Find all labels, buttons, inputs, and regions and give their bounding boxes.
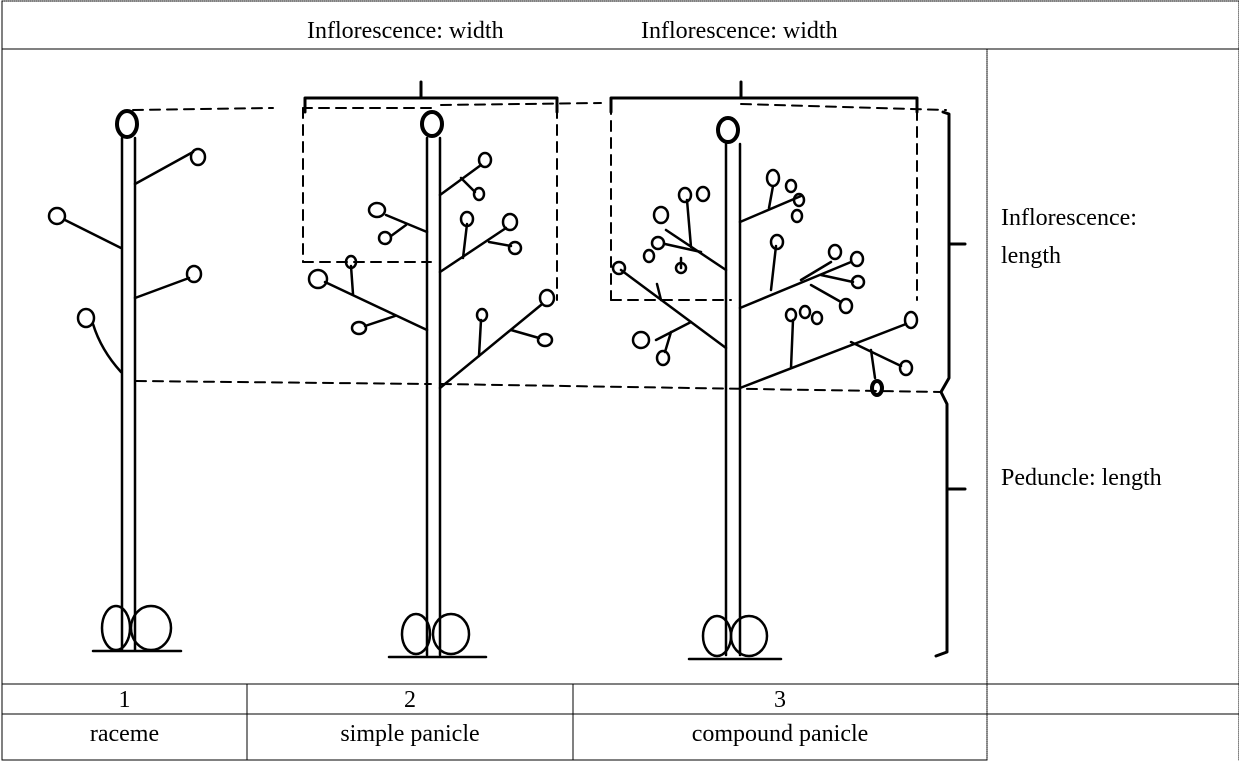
type-number-1: 1 bbox=[118, 687, 131, 713]
type-name-compound-panicle: compound panicle bbox=[691, 721, 869, 747]
width-bracket-simple bbox=[303, 80, 559, 114]
width-bracket-compound bbox=[609, 80, 919, 114]
compound-panicle-plant bbox=[611, 116, 919, 661]
type-number-2: 2 bbox=[404, 687, 416, 713]
width-label-compound: Inflorescence: width bbox=[641, 18, 838, 44]
type-name-raceme: raceme bbox=[89, 721, 160, 747]
dashed-guides bbox=[132, 102, 947, 393]
raceme-plant bbox=[47, 109, 207, 653]
type-name-simple-panicle: simple panicle bbox=[340, 721, 480, 747]
peduncle-length-label: Peduncle: length bbox=[1001, 465, 1162, 491]
inflorescence-length-label-line1: Inflorescence: bbox=[1001, 205, 1137, 231]
simple-panicle-plant bbox=[307, 110, 556, 659]
length-brackets bbox=[934, 110, 967, 658]
width-label-simple: Inflorescence: width bbox=[307, 18, 504, 44]
inflorescence-length-label-line2: length bbox=[1001, 243, 1061, 269]
type-number-3: 3 bbox=[774, 687, 786, 713]
